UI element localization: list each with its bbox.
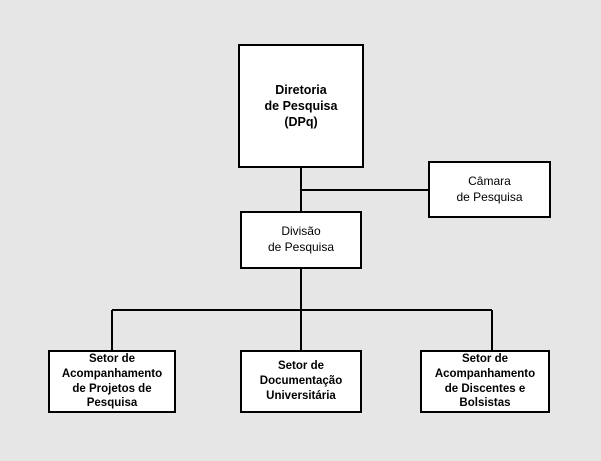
node-setor-projetos-label: Setor de Acompanhamento de Projetos de P…	[61, 352, 163, 410]
node-camara-de-pesquisa[interactable]: Câmara de Pesquisa	[428, 161, 551, 218]
node-divisao-label: Divisão de Pesquisa	[267, 224, 335, 254]
node-setor-acompanhamento-projetos[interactable]: Setor de Acompanhamento de Projetos de P…	[48, 350, 176, 413]
node-camara-label: Câmara de Pesquisa	[456, 173, 523, 204]
node-setor-discentes-label: Setor de Acompanhamento de Discentes e B…	[434, 352, 536, 410]
node-divisao-de-pesquisa[interactable]: Divisão de Pesquisa	[240, 211, 362, 269]
node-setor-documentacao-label: Setor de Documentação Universitária	[259, 360, 343, 402]
node-setor-acompanhamento-discentes[interactable]: Setor de Acompanhamento de Discentes e B…	[420, 350, 550, 413]
node-setor-documentacao-universitaria[interactable]: Setor de Documentação Universitária	[240, 350, 362, 413]
node-diretoria-de-pesquisa[interactable]: Diretoria de Pesquisa (DPq)	[238, 44, 364, 168]
node-diretoria-label: Diretoria de Pesquisa (DPq)	[264, 82, 338, 130]
